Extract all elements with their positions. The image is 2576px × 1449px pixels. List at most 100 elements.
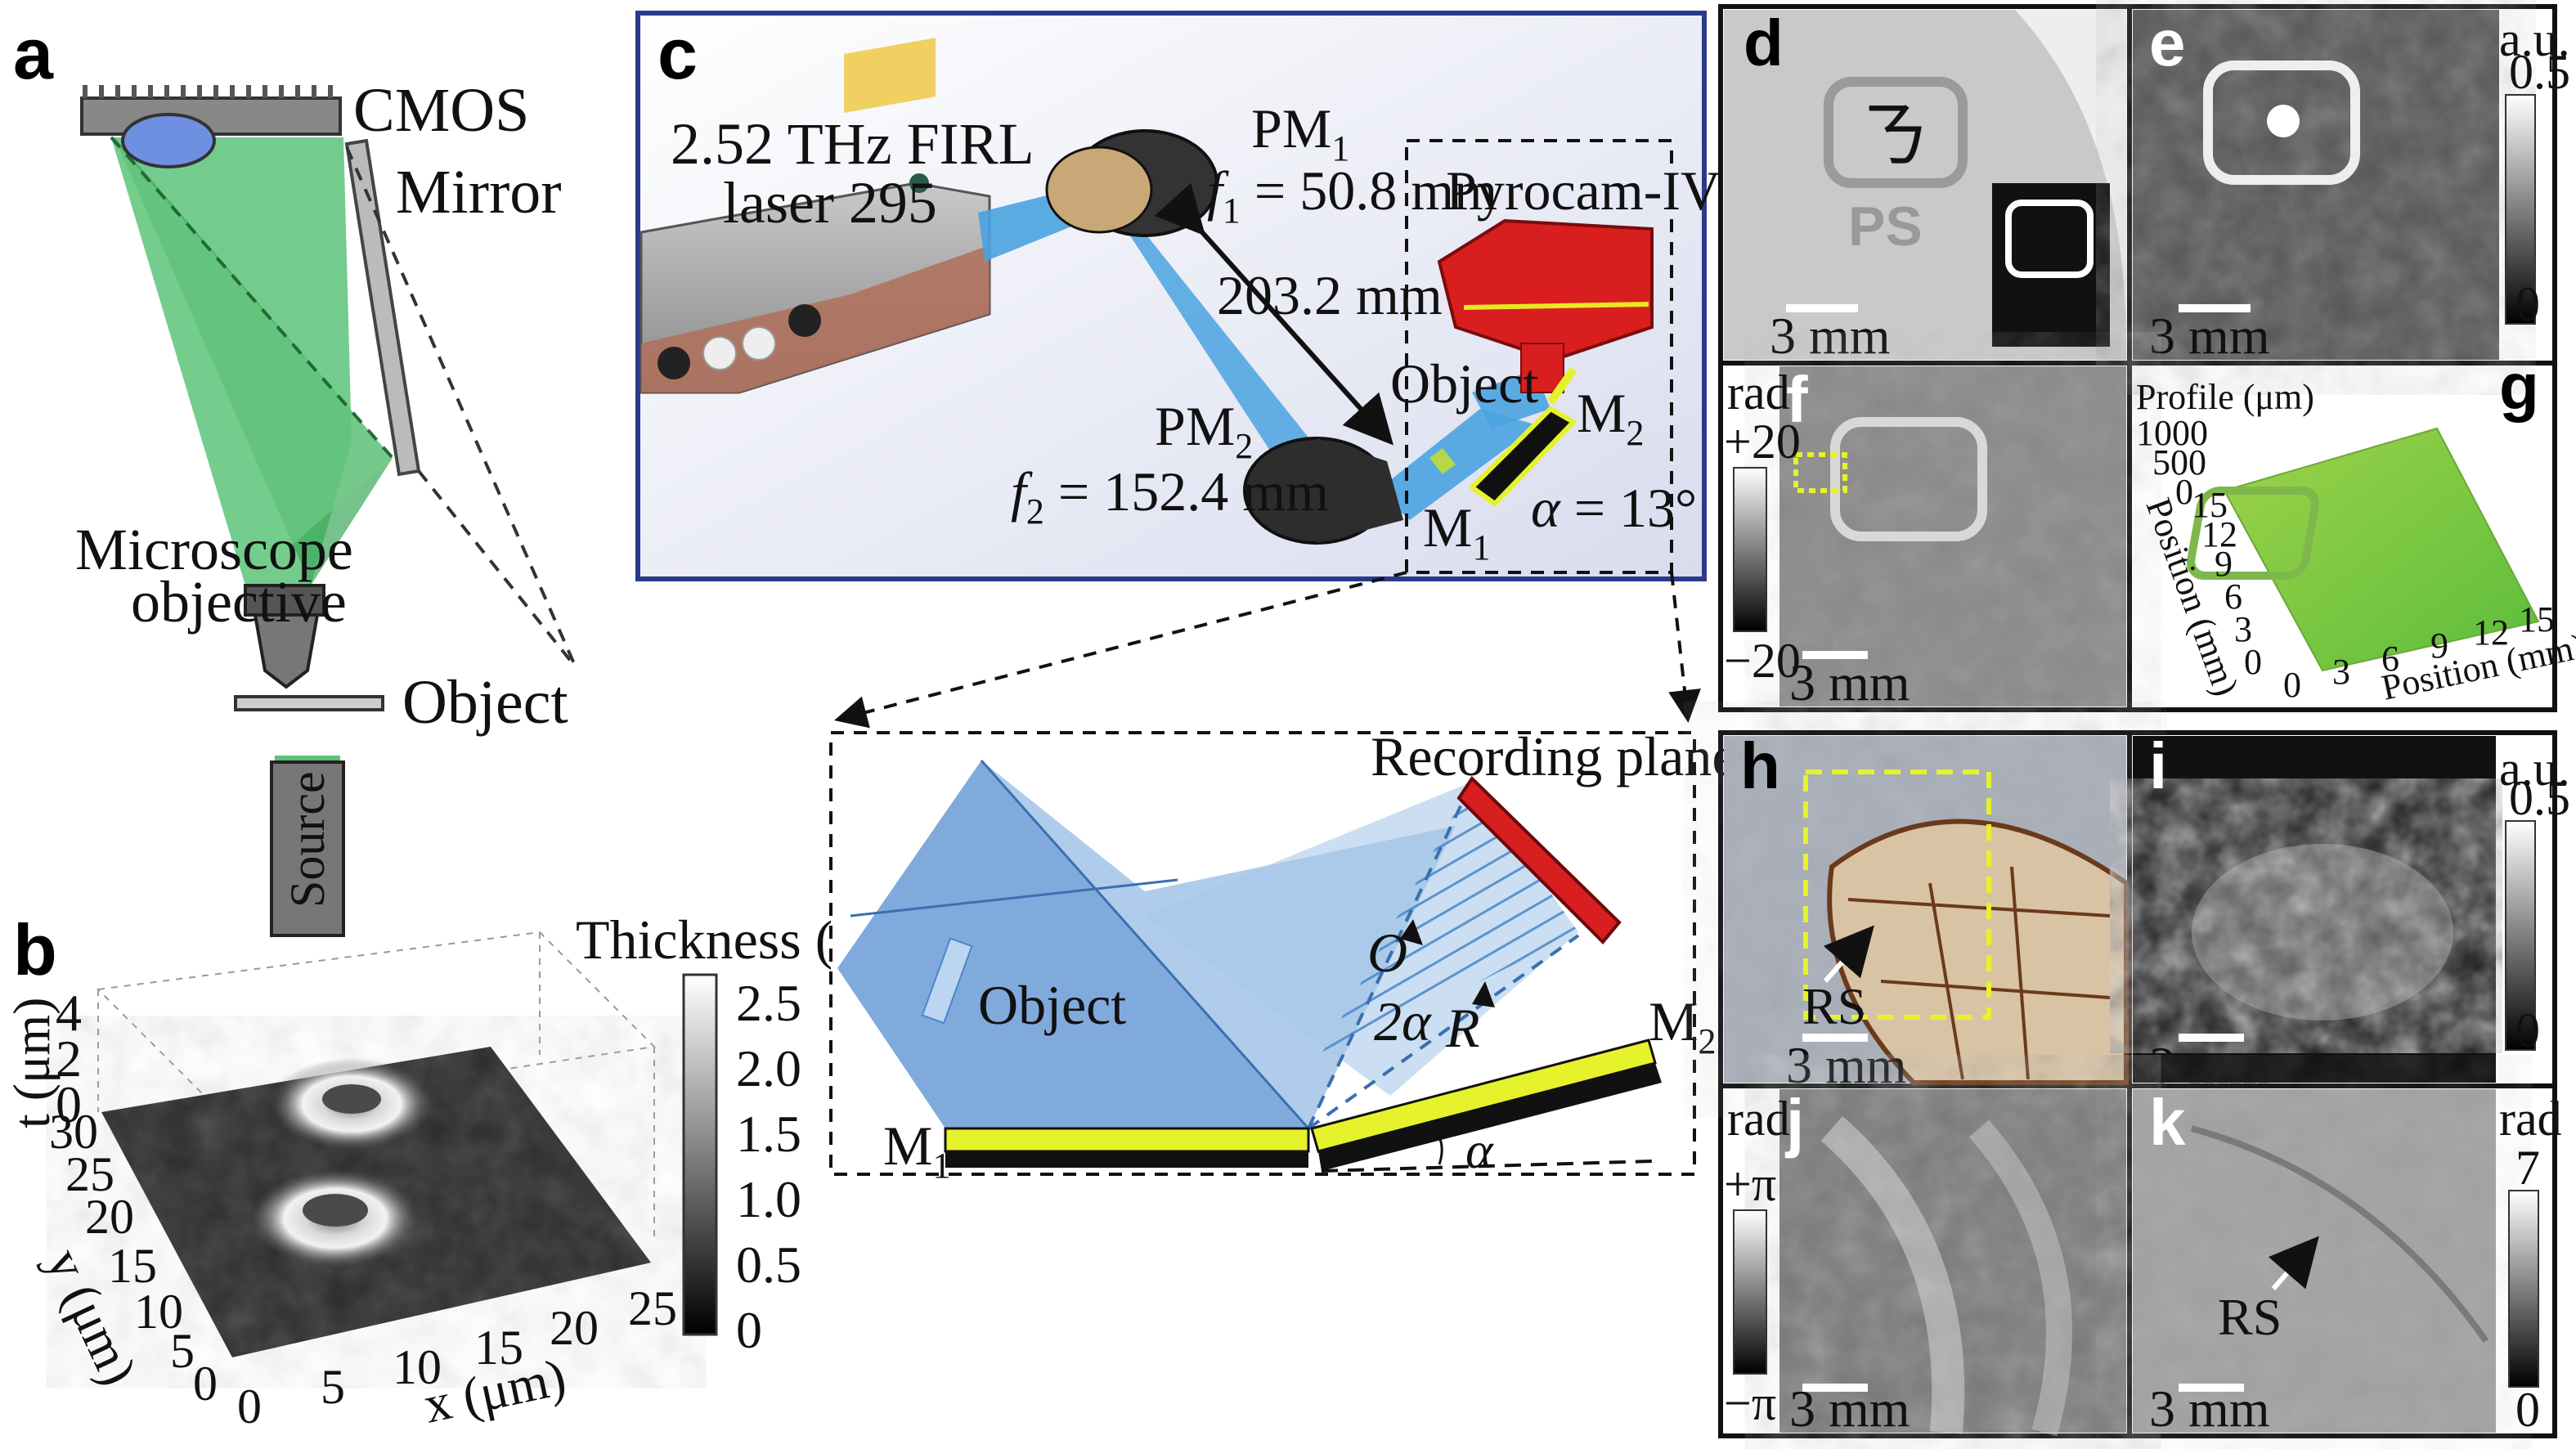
ps-stamp: PS <box>1848 195 1923 258</box>
zoom-box <box>1405 139 1673 574</box>
unit-f: rad <box>1727 366 1790 419</box>
cb-k-min: 0 <box>2515 1383 2540 1437</box>
g-y-9: 9 <box>2215 544 2233 584</box>
object-label-c: Object <box>1390 352 1538 415</box>
x-tick-20: 20 <box>550 1301 599 1355</box>
cb-b-tick-05: 0.5 <box>736 1236 801 1294</box>
rs-label-k: RS <box>2218 1288 2282 1346</box>
t-tick-2: 2 <box>56 1030 82 1088</box>
panel-j-letter: j <box>1784 1086 1804 1159</box>
pyrocam <box>1437 218 1654 362</box>
y-tick-25: 25 <box>65 1147 114 1201</box>
object-plate <box>234 695 384 711</box>
cb-e-min: 0 <box>2515 277 2540 331</box>
distance-arrow <box>1154 182 1394 446</box>
cb-e-max: 0.5 <box>2509 45 2570 99</box>
g-x-15: 15 <box>2519 599 2555 639</box>
y-tick-10: 10 <box>134 1285 183 1339</box>
mirror <box>344 138 421 477</box>
panel-k: k RS 3 mm rad 7 0 <box>2133 1086 2562 1438</box>
panel-grid-top: ㄋ PS PS d 3 mm e 3 mm a.u. 0.5 0 <box>1718 4 2576 712</box>
panel-h: h RS 3 mm <box>1724 729 2129 1094</box>
panel-j: j rad +π −π 3 mm <box>1724 1086 2126 1438</box>
g-z-label: Profile (μm) <box>2136 377 2314 417</box>
roi-box-f[interactable] <box>1793 452 1847 493</box>
colorbar-f <box>1733 467 1767 632</box>
m2-label-inset: M2 <box>1649 990 1716 1061</box>
g-x-3: 3 <box>2332 652 2350 692</box>
roi-box-h[interactable] <box>1803 769 1991 1020</box>
source-label: Source <box>280 771 334 908</box>
m2-label-c: M2 <box>1577 382 1644 453</box>
cb-b-tick-10: 1.0 <box>736 1170 801 1228</box>
colorbar-j <box>1733 1209 1767 1375</box>
unit-e: a.u. <box>2499 12 2570 66</box>
panel-d-letter: d <box>1744 7 1784 79</box>
g-x-6: 6 <box>2381 639 2399 679</box>
cb-b-tick-0: 0 <box>736 1301 762 1359</box>
scale-h: 3 mm <box>1786 1036 1907 1094</box>
distance-label: 203.2 mm <box>1217 264 1443 326</box>
reference-spot <box>121 113 216 168</box>
cb-j-max: +π <box>1724 1157 1776 1211</box>
m1-mirror-inset <box>944 1127 1310 1153</box>
cb-b-tick-25: 2.5 <box>736 974 801 1032</box>
y-tick-20: 20 <box>85 1190 134 1244</box>
m1-label-inset: M1 <box>883 1115 950 1186</box>
cb-k-max: 7 <box>2515 1141 2540 1195</box>
m1-label-c: M1 <box>1423 496 1490 567</box>
scale-e: 3 mm <box>2149 307 2270 365</box>
panel-c: c 2.52 THz FIRL laser 295 PM1 f1 = 50.8 … <box>635 11 1721 729</box>
y-tick-15: 15 <box>108 1239 157 1293</box>
g-y-3: 3 <box>2234 609 2252 649</box>
laser-label-1: 2.52 THz FIRL <box>671 111 1034 177</box>
unit-j: rad <box>1727 1092 1790 1146</box>
x-tick-10: 10 <box>393 1340 442 1394</box>
panel-e-letter: e <box>2149 7 2186 79</box>
ps-inset-label: PS <box>2022 287 2080 345</box>
camera-label: Pyrocam-IV <box>1446 159 1721 222</box>
m1-mirror <box>1468 406 1577 507</box>
colorbar-i <box>2505 820 2536 1051</box>
y-tick-5: 5 <box>170 1324 195 1378</box>
panel-i: i 3 mm a.u. 0.5 0 <box>2133 729 2570 1094</box>
x-tick-15: 15 <box>474 1321 523 1375</box>
alpha-label-inset: α <box>1465 1121 1494 1179</box>
scale-i: 3 mm <box>2149 1036 2270 1094</box>
alpha-label-c: α = 13° <box>1531 477 1697 539</box>
colorbar-b <box>682 973 718 1336</box>
objective-label-1: Microscope <box>75 517 353 582</box>
unit-k: rad <box>2499 1092 2562 1146</box>
svg-text:ㄋ: ㄋ <box>1858 97 1930 177</box>
cb-f-max: +20 <box>1724 415 1801 469</box>
g-y-15: 15 <box>2192 485 2228 525</box>
g-y-12: 12 <box>2201 514 2237 554</box>
objective-lens <box>253 613 320 689</box>
cb-i-max: 0.5 <box>2509 771 2570 825</box>
g-x-0: 0 <box>2283 665 2301 705</box>
x-tick-25: 25 <box>628 1281 677 1335</box>
mirror-label: Mirror <box>396 158 562 227</box>
pm1-label: PM1 <box>1251 97 1349 168</box>
x-tick-5: 5 <box>321 1360 345 1414</box>
f2-label: f2 = 152.4 mm <box>1011 460 1329 532</box>
pm2-label: PM2 <box>1155 395 1253 466</box>
panel-f-letter: f <box>1786 363 1808 436</box>
g-y-6: 6 <box>2224 576 2242 617</box>
cb-b-tick-15: 1.5 <box>736 1105 801 1163</box>
panel-k-letter: k <box>2149 1086 2186 1159</box>
unit-i: a.u. <box>2499 742 2570 796</box>
panel-d: ㄋ PS PS d 3 mm <box>1724 7 2126 365</box>
cb-b-tick-20: 2.0 <box>736 1039 801 1097</box>
t-tick-4: 4 <box>56 984 82 1042</box>
cb-j-min: −π <box>1724 1376 1776 1430</box>
y-tick-30: 30 <box>49 1105 98 1159</box>
cmos-label: CMOS <box>353 76 529 145</box>
source <box>270 760 345 937</box>
g-y-0: 0 <box>2244 642 2262 682</box>
panel-b-letter: b <box>13 909 57 990</box>
object-beam <box>837 760 1308 1128</box>
recording-plane-label: Recording plane <box>1371 725 1737 787</box>
beam-3 <box>1377 409 1537 520</box>
x-tick-0: 0 <box>237 1379 262 1433</box>
